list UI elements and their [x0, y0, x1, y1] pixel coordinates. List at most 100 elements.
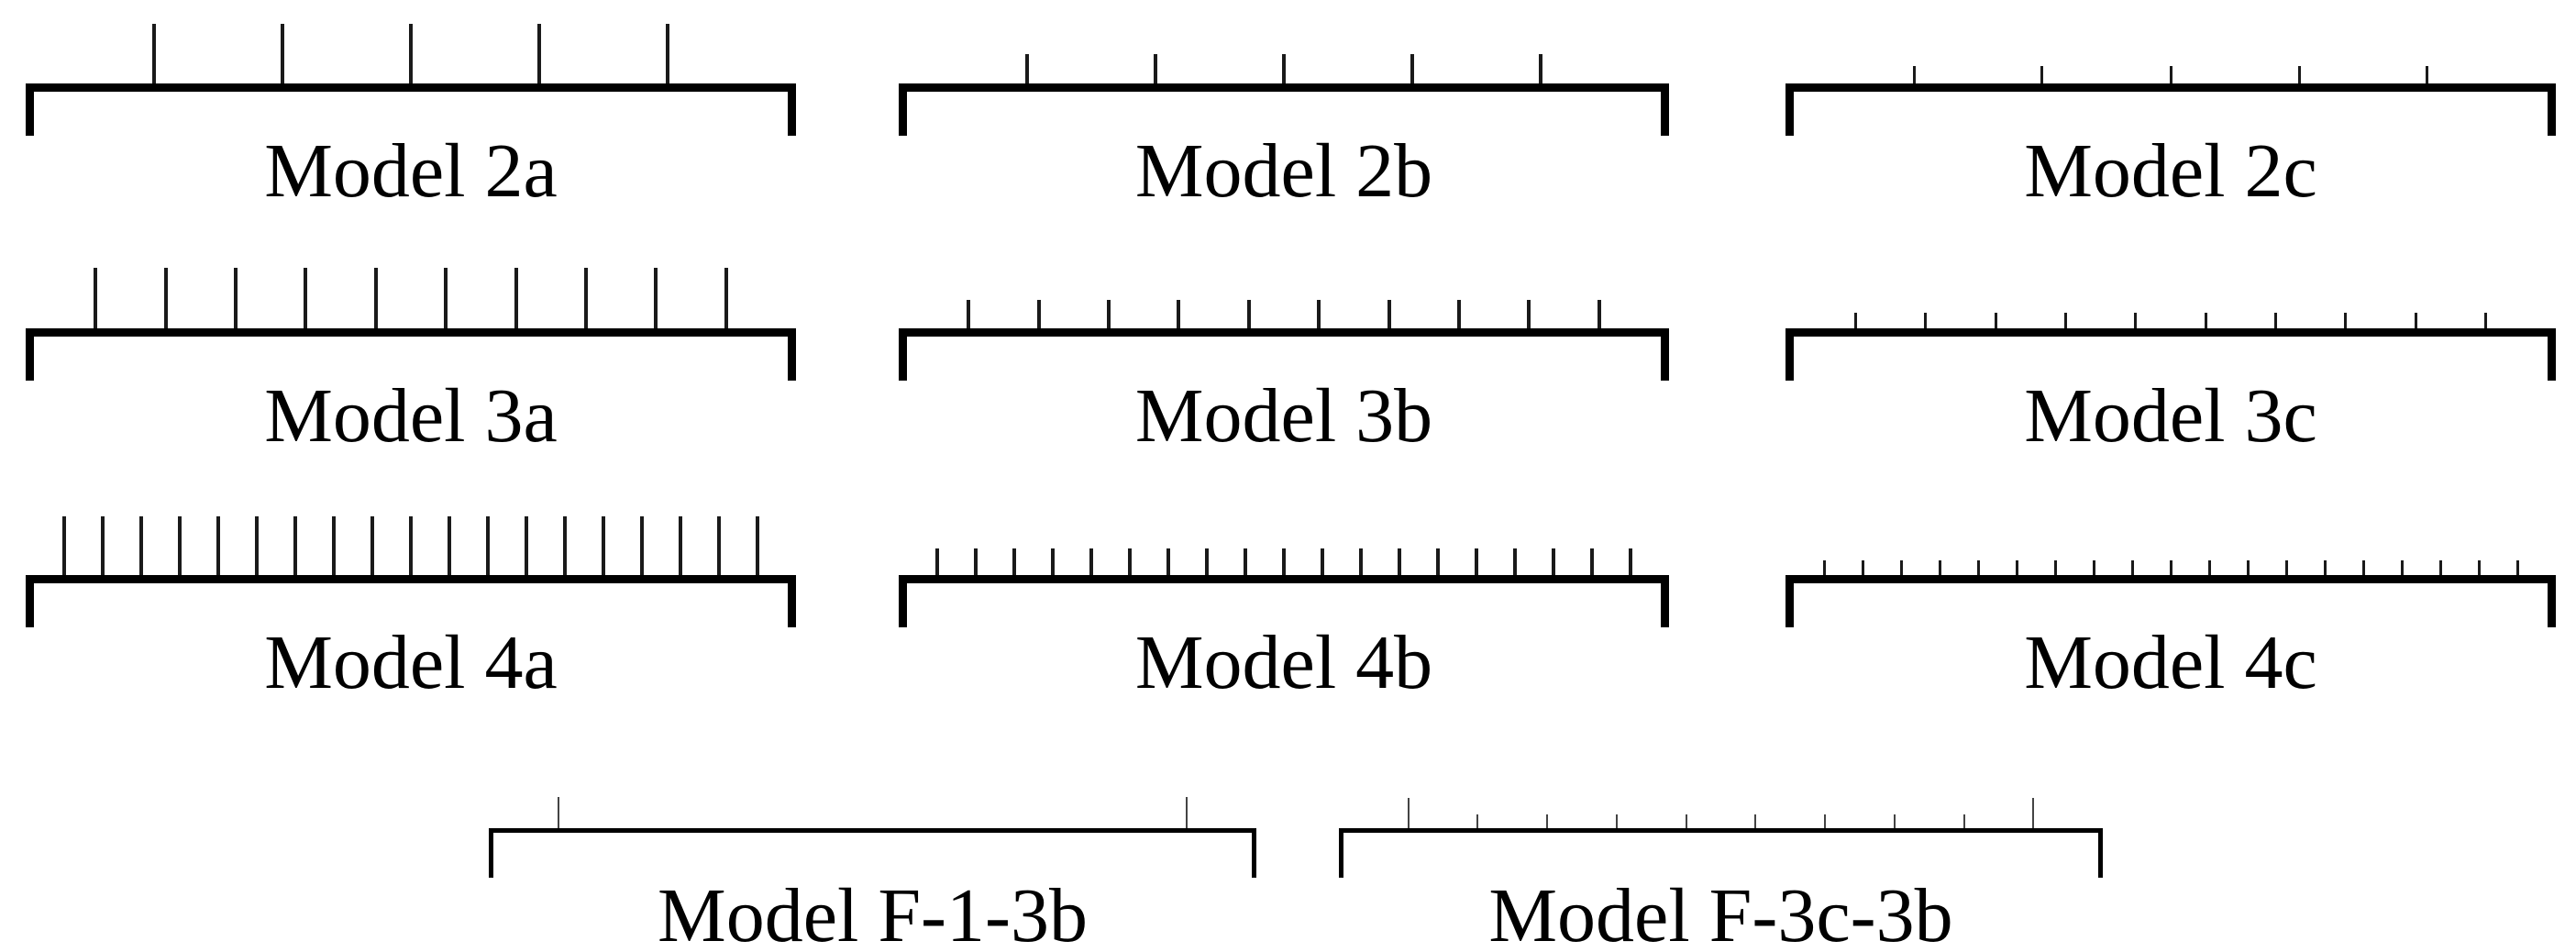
tick-mark: [935, 548, 939, 575]
tick-mark: [717, 516, 721, 575]
tick-mark: [640, 516, 644, 575]
tick-mark: [1317, 300, 1321, 328]
beam-left-end: [899, 83, 907, 136]
tick-mark: [94, 268, 98, 328]
tick-mark: [1912, 66, 1916, 83]
tick-mark: [163, 268, 168, 328]
beam-right-end: [1252, 828, 1256, 878]
beam-bar: [1339, 828, 2103, 833]
tick-mark: [1538, 54, 1542, 83]
tick-mark: [1185, 797, 1188, 828]
beam-right-end: [2098, 828, 2103, 878]
beam-left-end: [26, 83, 34, 136]
tick-mark: [1107, 300, 1111, 328]
model-label: Model F-1-3b: [658, 873, 1088, 952]
beam-left-end: [489, 828, 493, 878]
tick-mark: [2032, 798, 2035, 828]
tick-mark: [1853, 313, 1857, 328]
tick-mark: [2207, 560, 2211, 575]
model-label: Model 3c: [2024, 373, 2317, 459]
model-label: Model F-3c-3b: [1488, 873, 1953, 952]
tick-mark: [1359, 548, 1363, 575]
tick-mark: [2130, 560, 2134, 575]
tick-mark: [679, 516, 682, 575]
tick-mark: [1036, 300, 1041, 328]
tick-mark: [2246, 560, 2250, 575]
tick-mark: [62, 516, 66, 575]
tick-mark: [1685, 814, 1687, 828]
tick-mark: [2134, 313, 2138, 328]
tick-mark: [1962, 814, 1965, 828]
tick-mark: [409, 24, 413, 83]
tick-mark: [2414, 313, 2417, 328]
tick-mark: [1615, 814, 1618, 828]
tick-mark: [665, 24, 669, 83]
tick-mark: [293, 516, 297, 575]
beam-right-end: [1661, 328, 1669, 381]
model-label: Model 4a: [264, 620, 558, 705]
tick-mark: [1089, 548, 1093, 575]
tick-mark: [563, 516, 567, 575]
model-label: Model 3a: [264, 373, 558, 459]
tick-mark: [373, 268, 378, 328]
tick-mark: [2323, 560, 2327, 575]
tick-mark: [1398, 548, 1401, 575]
tick-mark: [1166, 548, 1170, 575]
tick-mark: [2053, 560, 2057, 575]
tick-mark: [967, 300, 971, 328]
tick-mark: [1824, 814, 1827, 828]
beam-bar: [489, 828, 1256, 833]
beam-bar: [26, 575, 796, 583]
beam-right-end: [788, 83, 796, 136]
beam-bar: [1786, 83, 2556, 92]
tick-mark: [2297, 66, 2301, 83]
tick-mark: [1527, 300, 1531, 328]
tick-mark: [1513, 548, 1517, 575]
tick-mark: [1153, 54, 1157, 83]
beam-bar: [1786, 575, 2556, 583]
tick-mark: [1893, 814, 1896, 828]
beam-left-end: [1786, 575, 1794, 627]
beam-left-end: [899, 328, 907, 381]
tick-mark: [2438, 560, 2442, 575]
beam-left-end: [26, 575, 34, 627]
beam-bar: [26, 328, 796, 337]
tick-mark: [1861, 560, 1864, 575]
model-label: Model 2b: [1134, 128, 1433, 214]
beam-bar: [899, 328, 1669, 337]
beam-right-end: [1661, 83, 1669, 136]
tick-mark: [2169, 66, 2172, 83]
tick-mark: [1012, 548, 1016, 575]
tick-mark: [332, 516, 336, 575]
tick-mark: [1128, 548, 1132, 575]
tick-mark: [1938, 560, 1941, 575]
beam-left-end: [1786, 83, 1794, 136]
tick-mark: [1552, 548, 1555, 575]
tick-mark: [1754, 814, 1757, 828]
tick-mark: [537, 24, 542, 83]
beam-right-end: [2548, 328, 2556, 381]
tick-mark: [1475, 548, 1478, 575]
beam-left-end: [899, 575, 907, 627]
tick-mark: [756, 516, 759, 575]
beam-left-end: [1339, 828, 1343, 878]
tick-mark: [2344, 313, 2348, 328]
tick-mark: [2477, 560, 2481, 575]
tick-mark: [216, 516, 220, 575]
tick-mark: [1244, 548, 1247, 575]
tick-mark: [1976, 560, 1980, 575]
tick-mark: [255, 516, 259, 575]
model-label: Model 4c: [2024, 620, 2317, 705]
tick-mark: [1924, 313, 1928, 328]
tick-mark: [152, 24, 157, 83]
tick-mark: [2361, 560, 2365, 575]
tick-mark: [2092, 560, 2095, 575]
tick-mark: [304, 268, 308, 328]
tick-mark: [1476, 814, 1479, 828]
tick-mark: [2169, 560, 2172, 575]
tick-mark: [1994, 313, 1997, 328]
tick-mark: [2015, 560, 2018, 575]
tick-mark: [1321, 548, 1324, 575]
tick-mark: [1456, 300, 1461, 328]
